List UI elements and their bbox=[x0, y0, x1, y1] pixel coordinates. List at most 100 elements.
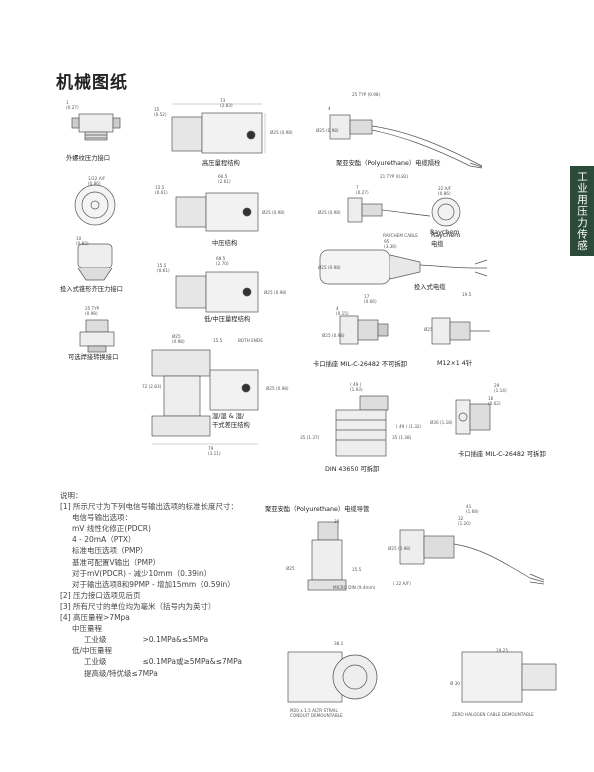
note-mid-industrial: 工业级 >0.1MPa&≤5MPa bbox=[60, 634, 242, 645]
dim-45: Ø25 bbox=[286, 566, 295, 571]
small-fitting-drawing bbox=[347, 197, 431, 223]
dim-16: 10 (0.82) bbox=[76, 236, 89, 246]
label-iso-left: M20 x 1.5 ALTR STRAIL CONDUIT DEMOUNTABL… bbox=[290, 708, 343, 718]
label-optional-weld: 可选焊接转换接口 bbox=[68, 354, 119, 361]
dim-2: 73 (2.83) bbox=[220, 98, 233, 108]
dim-26: 19.5 bbox=[462, 292, 472, 297]
note-1: [1] 所示尺寸为下列电信号输出选项的标准长度尺寸： bbox=[60, 502, 239, 512]
label-poly-conduit: 聚亚安酯（Polyurethane）电缆导管 bbox=[265, 506, 370, 513]
raychem-connector-drawing bbox=[431, 197, 461, 227]
note-4: [4] 高压量程>7Mpa bbox=[60, 613, 130, 623]
dim-33: ( 49 ) (1.93) bbox=[350, 382, 363, 392]
label-wet-dry: 湿/湿 & 湿/ 干式差压结构 bbox=[212, 413, 250, 429]
raychem-cable-drawing bbox=[319, 249, 488, 285]
note-3: [3] 所有尺寸的单位均为毫米（括号内为英寸） bbox=[60, 601, 216, 611]
label-mid-struct: 中压结构 bbox=[212, 240, 238, 247]
label-bayonet-a: 卡口插座 MIL-C-26482 不可拆卸 bbox=[313, 361, 408, 368]
label-raychem-cable: Raychem 电缆 bbox=[431, 232, 461, 248]
dim-34: 35 (1.37) bbox=[300, 435, 320, 440]
dim-17: 95 (3.36) bbox=[384, 239, 397, 249]
external-port-drawing bbox=[71, 113, 121, 141]
dim-19: 68.5 (2.70) bbox=[216, 256, 229, 266]
note-mid-industrial-value: >0.1MPa&≤5MPa bbox=[142, 635, 209, 645]
dim-43: Ø25 (0.98) bbox=[388, 546, 411, 551]
dim-35: 35 (1.38) bbox=[392, 435, 412, 440]
dim-36: ( 49 ) (1.32) bbox=[396, 424, 422, 429]
dim-27: Ø25 bbox=[424, 327, 433, 332]
dim-15: 22 A/F (0.86) bbox=[438, 186, 452, 196]
dim-6: 25 TYP (0.98) bbox=[352, 92, 381, 97]
label-raychem: Raychem bbox=[430, 229, 460, 236]
label-din: DIN 43650 可拆卸 bbox=[325, 466, 380, 473]
dim-9: 66.5 (2.61) bbox=[218, 174, 231, 184]
dim-25: Ø25 (0.98) bbox=[322, 333, 345, 338]
label-raychem-cable-dim: RAYCHEM CABLE bbox=[383, 233, 418, 238]
label-low-mid: 低/中压量程结构 bbox=[204, 316, 251, 323]
dim-24: 4 (0.15) bbox=[336, 306, 349, 316]
note-signal-options: 电信号输出选项： bbox=[72, 513, 132, 523]
dim-42: 39 bbox=[334, 519, 340, 524]
dim-40: 41 (1.68) bbox=[466, 504, 479, 514]
bayonet-a-drawing bbox=[339, 315, 389, 345]
note-mid-industrial-label: 工业级 bbox=[84, 635, 107, 645]
dim-20: 15.5 (0.61) bbox=[157, 263, 170, 273]
micro-din-drawing bbox=[307, 521, 347, 591]
dim-5: 4 bbox=[328, 106, 331, 111]
dim-29: 15.5 bbox=[213, 338, 223, 343]
dim-3: 15 (0.52) bbox=[154, 107, 167, 117]
dim-11: Ø25 (0.98) bbox=[262, 210, 285, 215]
label-flush-cone: 投入式锥形齐压力接口 bbox=[60, 286, 123, 293]
dim-18: Ø25 (0.98) bbox=[318, 265, 341, 270]
label-both-ends: BOTH ENDS bbox=[238, 338, 263, 343]
dim-4: Ø25 (0.98) bbox=[270, 130, 293, 135]
dim-41: 32 (1.20) bbox=[458, 516, 471, 526]
dim-48: Ø 30 bbox=[450, 681, 460, 686]
note-2: [2] 压力接口选项见后页 bbox=[60, 590, 141, 600]
dim-38: 16 (0.62) bbox=[488, 396, 501, 406]
dim-28: Ø25 (0.98) bbox=[172, 334, 185, 344]
note-ptx: 4 - 20mA（PTX） bbox=[72, 535, 136, 545]
dim-14: Ø25 (0.98) bbox=[318, 210, 341, 215]
note-pmp-v: 基准可配置V输出（PMP） bbox=[72, 557, 161, 567]
dim-49: 19.25 bbox=[496, 648, 508, 653]
diff-pressure-drawing bbox=[151, 349, 259, 445]
weld-adapter-drawing bbox=[79, 319, 115, 353]
note-low-industrial-label: 工业级 bbox=[84, 657, 107, 667]
dim-30: 72 (2.83) bbox=[142, 384, 162, 389]
poly-cable-drawing bbox=[329, 114, 483, 169]
dim-39: Ø30 (1.18) bbox=[430, 420, 453, 425]
dim-10: 15.5 (0.61) bbox=[155, 185, 168, 195]
dim-21: Ø25 (0.98) bbox=[264, 290, 287, 295]
conduit-cable-drawing bbox=[399, 529, 545, 585]
note-premium: 提高级/特优级≤7MPa bbox=[84, 668, 158, 678]
label-poly-cable: 聚亚安酯（Polyurethane）电缆隔栓 bbox=[336, 160, 441, 167]
note-pmp: 标准电压选项（PMP） bbox=[72, 546, 148, 556]
bayonet-b-drawing bbox=[455, 399, 491, 435]
note-low-mid-range: 低/中压量程 bbox=[72, 646, 113, 656]
dim-46: 15.5 bbox=[352, 567, 362, 572]
bottom-right-drawing bbox=[461, 651, 557, 703]
label-micro-din: MICRO DIN (9.4mm) bbox=[333, 585, 376, 590]
note-low-industrial: 工业级≤0.1MPa或≥5MPa&≤7MPa bbox=[60, 656, 242, 667]
note-mv: mV 线性化修正(PDCR) bbox=[72, 524, 151, 534]
dim-7: Ø25 (0.98) bbox=[316, 128, 339, 133]
dim-22: 25 TYP (0.98) bbox=[85, 306, 100, 316]
page-title: 机械图纸 bbox=[56, 73, 128, 93]
dim-47: 38.1 bbox=[334, 641, 344, 646]
dim-8: 1/22 A/F (0.86) bbox=[88, 176, 106, 186]
dim-44: ( 22 A/F) bbox=[393, 581, 411, 586]
label-inset-cable: 投入式电缆 bbox=[414, 284, 446, 291]
note-reduce: 对于mV(PDCR) - 减少10mm（0.39in） bbox=[72, 568, 212, 578]
label-halogen: ZERO HALOGEN CABLE DEMOUNTABLE bbox=[452, 712, 534, 717]
note-increase: 对于输出选项8和9PMP - 增加15mm（0.59in） bbox=[72, 579, 235, 589]
label-external-port: 外螺纹压力接口 bbox=[66, 155, 111, 162]
mid-struct-drawing bbox=[175, 192, 259, 232]
label-high-range: 高压量程结构 bbox=[202, 160, 240, 167]
bottom-left-drawing bbox=[287, 651, 378, 703]
notes-block: 说明： [1] 所示尺寸为下列电信号输出选项的标准长度尺寸： 电信号输出选项： … bbox=[60, 490, 242, 679]
m12-drawing bbox=[431, 317, 490, 345]
high-range-drawing bbox=[171, 103, 266, 154]
note-mid-range: 中压量程 bbox=[72, 624, 102, 634]
dim-37: 29 (1.14) bbox=[494, 383, 507, 393]
